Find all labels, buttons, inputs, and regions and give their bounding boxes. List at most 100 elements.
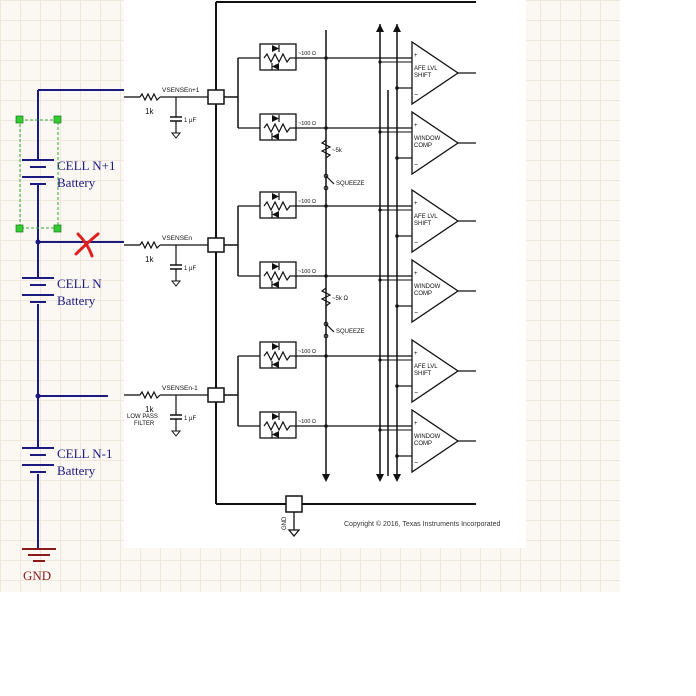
ic-gnd-symbol [287, 512, 301, 538]
no-connect-marker[interactable] [74, 232, 100, 258]
internal-resistor-label: ~100 Ω [298, 349, 316, 355]
cell-type: Battery [57, 293, 96, 308]
pin-vsense-n-minus-1 [207, 387, 225, 403]
cell-name: CELL N [57, 276, 102, 291]
resistor-diode-block: ~100 Ω [238, 411, 412, 439]
svg-text:−: − [414, 92, 418, 99]
amplifier-label: WINDOW [414, 136, 441, 142]
selection-box[interactable] [15, 115, 62, 233]
ic-figure-background [124, 0, 526, 548]
resistor-diode-block: ~100 Ω [238, 113, 412, 141]
bus-arrows [322, 24, 401, 482]
internal-resistor-label: ~100 Ω [298, 51, 316, 57]
ground-label: GND [23, 568, 51, 583]
amplifier-label: COMP [414, 291, 432, 297]
selection-handle[interactable] [53, 115, 62, 124]
svg-text:+: + [414, 53, 418, 59]
amplifier-label: SHIFT [414, 371, 432, 377]
battery-cell[interactable]: CELL N Battery [22, 276, 102, 308]
resistor-label: 1k [145, 405, 154, 414]
resistor-label: 1k [145, 255, 154, 264]
cell-type: Battery [57, 175, 96, 190]
svg-text:−: − [414, 390, 418, 397]
squeeze-resistor-label: ~5k [332, 148, 343, 154]
cell-type: Battery [57, 463, 96, 478]
gnd-pin-label: GND [282, 516, 288, 530]
svg-text:−: − [414, 460, 418, 467]
pin-label: VSENSEn [162, 235, 192, 242]
amplifier-label: SHIFT [414, 73, 432, 79]
internal-resistor-label: ~100 Ω [298, 269, 316, 275]
pin-vsense-n [207, 237, 225, 253]
pin-vsense-n-plus-1 [207, 89, 225, 105]
squeeze-switch-label: SQUEEZE [336, 329, 365, 335]
svg-text:−: − [414, 162, 418, 169]
amplifier-label: COMP [414, 441, 432, 447]
resistor-diode-block: ~100 Ω [238, 191, 412, 219]
svg-text:−: − [414, 240, 418, 247]
junction-dot [35, 393, 41, 399]
ic-pins [207, 89, 303, 513]
internal-resistor-label: ~100 Ω [298, 199, 316, 205]
squeeze-circuit: ~5k Ω SQUEEZE [320, 287, 365, 339]
amplifier-label: SHIFT [414, 221, 432, 227]
pin-label: VSENSEn+1 [162, 87, 200, 94]
svg-text:+: + [414, 351, 418, 357]
amplifier-label: COMP [414, 143, 432, 149]
copyright-text: Copyright © 2016, Texas Instruments Inco… [344, 520, 500, 528]
input-filters: VSENSEn+1 1k 1 µF VSENSEn 1k 1 µF VSENSEn-1 1k 1… [124, 87, 208, 437]
capacitor-label: 1 µF [184, 266, 196, 272]
amplifier-label: WINDOW [414, 284, 441, 290]
pin-gnd [285, 495, 303, 513]
resistor-diode-block: ~100 Ω [238, 261, 412, 289]
pin-label: VSENSEn-1 [162, 385, 198, 392]
input-channel: VSENSEn 1k 1 µF [124, 235, 208, 287]
external-wiring [37, 89, 124, 548]
resistor-diode-block: ~100 Ω [238, 43, 412, 71]
squeeze-resistor-label: ~5k Ω [332, 296, 349, 302]
amplifier-label: AFE LVL [414, 364, 438, 370]
cell-name: CELL N-1 [57, 446, 112, 461]
svg-text:+: + [414, 201, 418, 207]
input-channel: VSENSEn+1 1k 1 µF [124, 87, 208, 139]
capacitor-label: 1 µF [184, 416, 196, 422]
amplifier-label: WINDOW [414, 434, 441, 440]
resistor-label: 1k [145, 107, 154, 116]
svg-text:+: + [414, 421, 418, 427]
ic-body [215, 1, 476, 505]
junction-dot [35, 239, 41, 245]
svg-text:−: − [414, 310, 418, 317]
svg-text:+: + [414, 123, 418, 129]
amplifier-label: AFE LVL [414, 214, 438, 220]
squeeze-switch-label: SQUEEZE [336, 181, 365, 187]
internal-resistor-blocks: ~100 Ω ~100 Ω ~100 Ω ~100 Ω ~100 Ω ~100 Ω [238, 43, 412, 439]
selection-handle[interactable] [15, 224, 24, 233]
resistor-diode-block: ~100 Ω [238, 341, 412, 369]
selection-handle[interactable] [53, 224, 62, 233]
ground-symbol [22, 548, 56, 562]
svg-text:+: + [414, 271, 418, 277]
selection-handle[interactable] [15, 115, 24, 124]
internal-buses [237, 24, 398, 476]
internal-resistor-label: ~100 Ω [298, 121, 316, 127]
cell-name: CELL N+1 [57, 158, 115, 173]
capacitor-label: 1 µF [184, 118, 196, 124]
internal-resistor-label: ~100 Ω [298, 419, 316, 425]
amplifier-label: AFE LVL [414, 66, 438, 72]
